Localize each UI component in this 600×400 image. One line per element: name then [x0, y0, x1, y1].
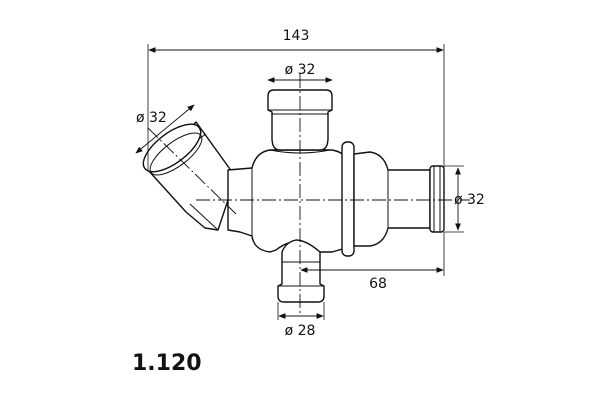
bottom-port-offset-label: 68 — [369, 276, 387, 292]
bottom-port-offset-dimension: 68 — [300, 232, 445, 292]
main-body — [227, 149, 349, 253]
bottom-port-diameter-dimension: ø 28 — [277, 302, 325, 339]
part-number: 1.120 — [132, 351, 202, 376]
right-outlet — [341, 141, 445, 257]
angled-port-diameter-dimension: ø 32 — [135, 104, 195, 154]
bottom-port-diameter-label: ø 28 — [285, 323, 316, 339]
right-port-diameter-label: ø 32 — [454, 192, 485, 208]
center-lines — [147, 74, 470, 316]
right-port-diameter-dimension: ø 32 — [444, 165, 485, 233]
overall-length-label: 143 — [283, 28, 310, 44]
angled-inlet-pipe — [142, 121, 236, 231]
angled-port-diameter-label: ø 32 — [136, 110, 167, 126]
top-port-diameter-dimension: ø 32 — [267, 62, 333, 83]
top-port-diameter-label: ø 32 — [285, 62, 316, 78]
bottom-port — [277, 239, 325, 303]
